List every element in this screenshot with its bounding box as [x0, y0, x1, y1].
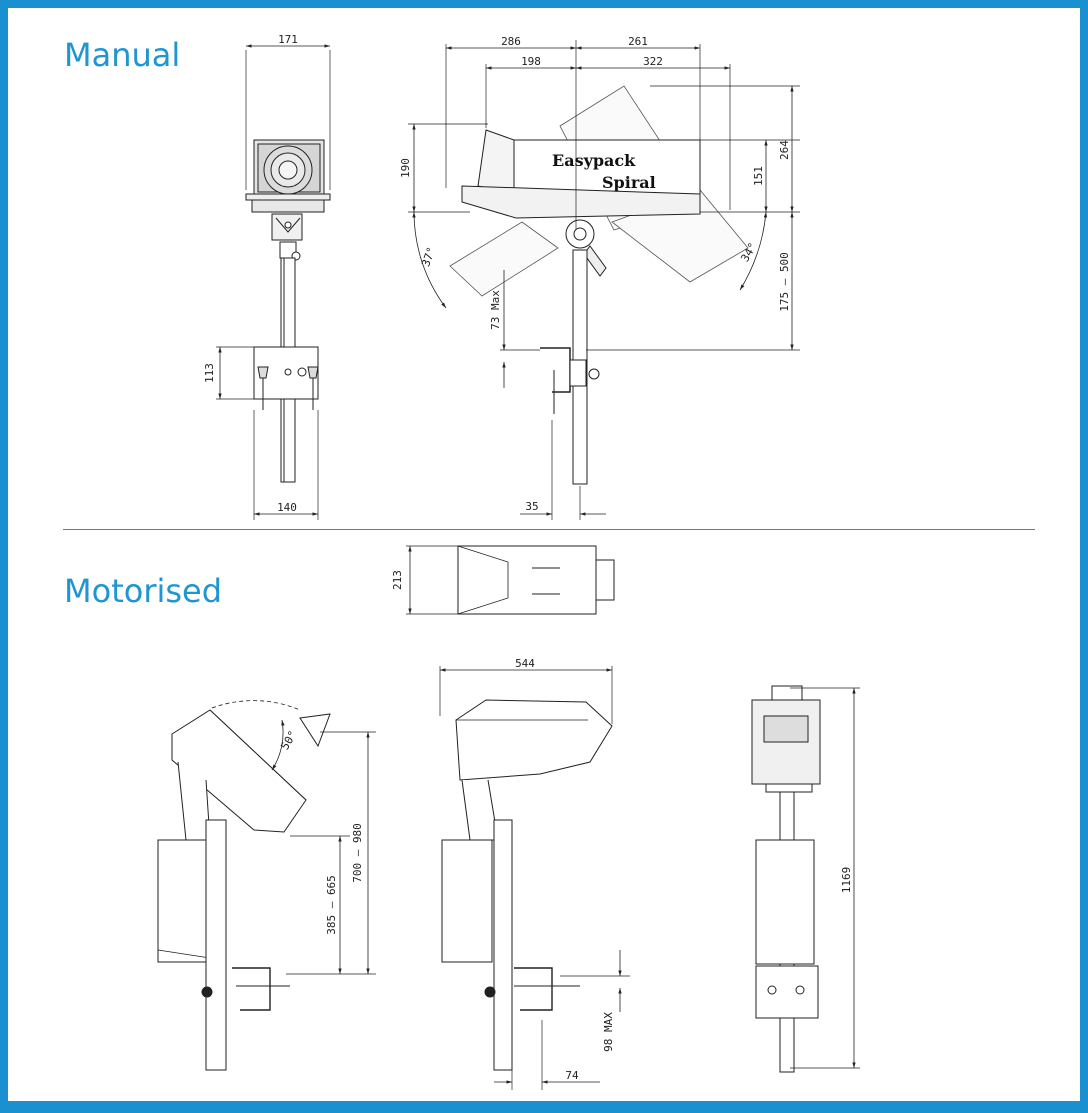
dim-35: 35 — [525, 500, 538, 513]
motorised-tilted-view — [157, 700, 376, 1071]
manual-front-view — [216, 44, 331, 520]
motorised-front-view — [751, 685, 860, 1073]
dim-264: 264 — [778, 140, 791, 160]
dim-322: 322 — [643, 55, 663, 68]
dimension-labels: 171 113 140 286 261 198 322 190 151 264 … — [203, 33, 853, 1082]
dim-175-500: 175 — 500 — [778, 252, 791, 312]
dim-74: 74 — [565, 1069, 579, 1082]
bottom-frame-bar — [8, 1101, 1080, 1105]
dim-73-max: 73 Max — [489, 290, 502, 330]
section-divider — [63, 529, 1035, 530]
dim-385-665: 385 — 665 — [325, 875, 338, 935]
dim-261: 261 — [628, 35, 648, 48]
dim-171: 171 — [278, 33, 298, 46]
dim-198: 198 — [521, 55, 541, 68]
dim-544: 544 — [515, 657, 535, 670]
angle-50: 50° — [278, 728, 299, 752]
dim-98-max: 98 MAX — [602, 1012, 615, 1052]
motorised-side-view — [439, 666, 630, 1090]
dim-140: 140 — [277, 501, 297, 514]
motorised-top-view — [406, 545, 615, 615]
motorised-section-title: Motorised — [64, 572, 223, 610]
dim-700-980: 700 — 980 — [351, 823, 364, 883]
angle-37: 37° — [419, 245, 438, 268]
brand-line-2: Spiral — [602, 173, 656, 192]
brand-line-1: Easypack — [552, 151, 636, 170]
dim-213: 213 — [391, 570, 404, 590]
brand-logo: Easypack Spiral — [552, 151, 656, 192]
dim-1169: 1169 — [840, 867, 853, 894]
manual-side-view — [408, 40, 800, 520]
dim-190: 190 — [399, 158, 412, 178]
manual-section-title: Manual — [64, 36, 181, 74]
dim-286: 286 — [501, 35, 521, 48]
dim-113: 113 — [203, 363, 216, 383]
dim-151: 151 — [752, 166, 765, 186]
